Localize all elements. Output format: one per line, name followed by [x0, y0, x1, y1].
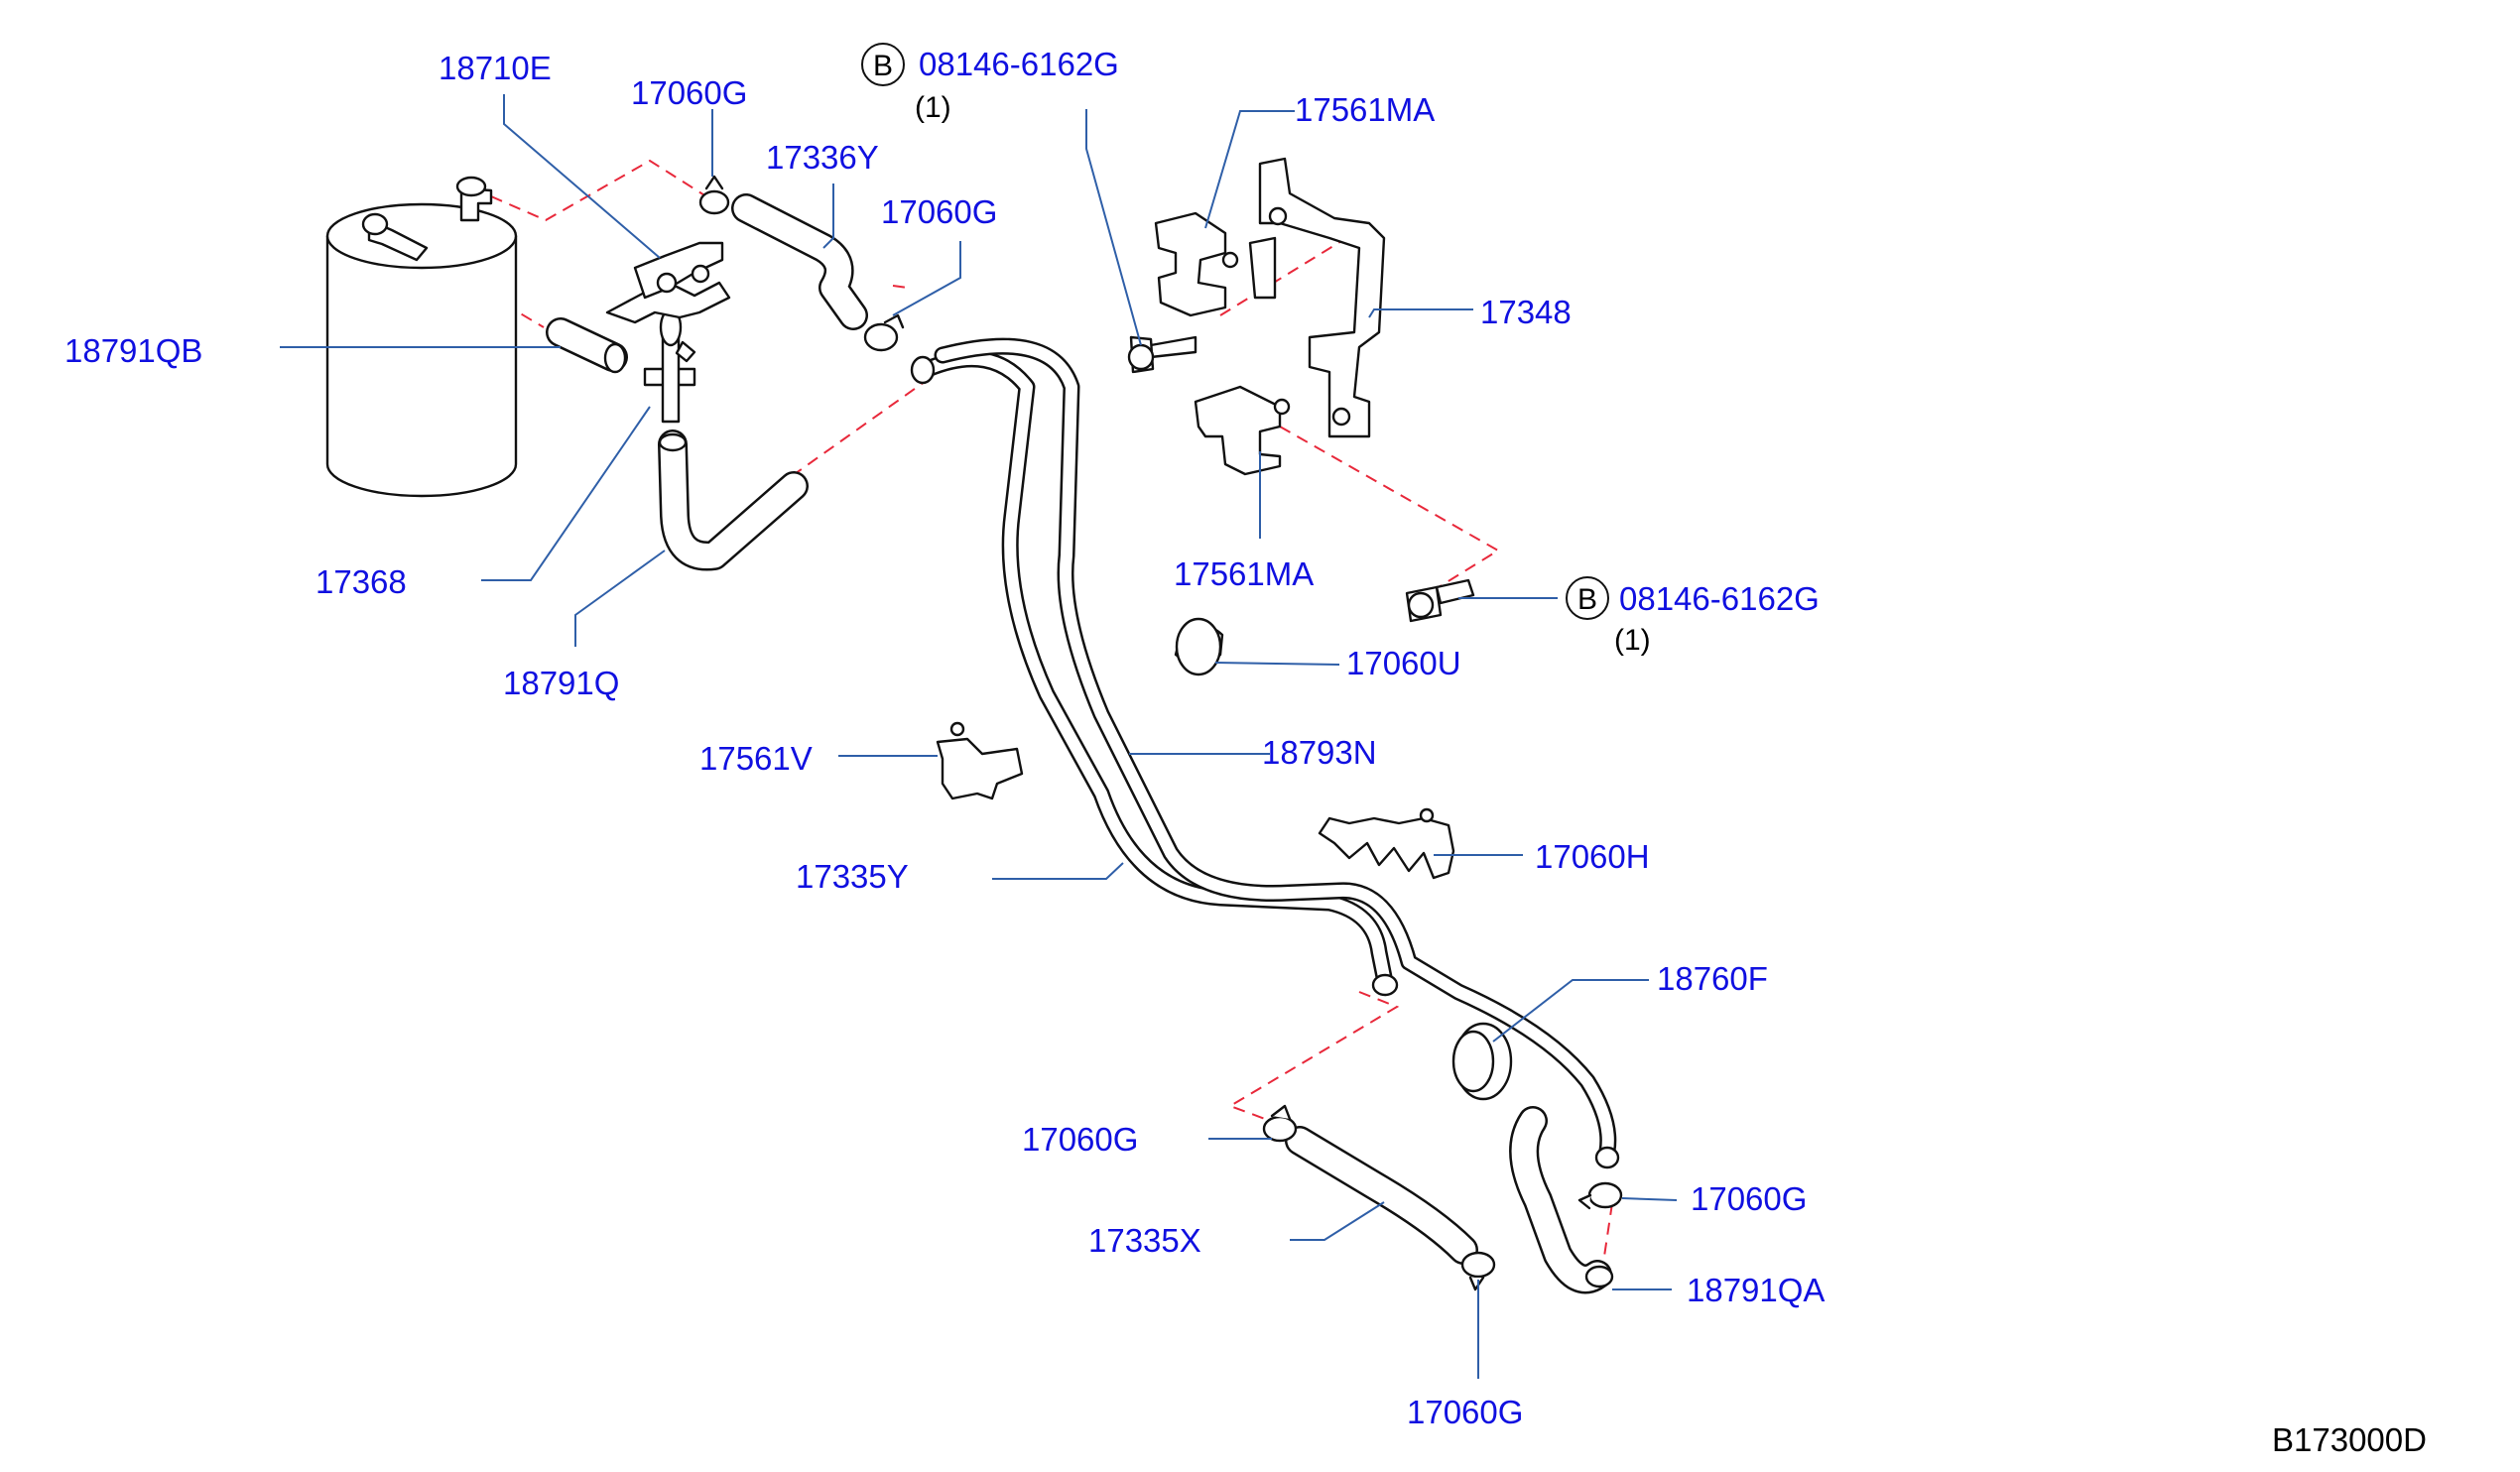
quantity-label: (1) [915, 91, 951, 124]
canister-icon[interactable] [325, 176, 518, 498]
svg-text:B: B [1577, 583, 1597, 616]
label-17561MA[interactable]: 17561MA [1174, 555, 1314, 592]
label-17060G[interactable]: 17060G [1022, 1121, 1138, 1158]
hose-18791QA[interactable] [1509, 1106, 1614, 1294]
tube-assembly-17335Y[interactable] [910, 337, 1620, 1169]
plug-icon[interactable] [1451, 1022, 1513, 1101]
label-18791QB[interactable]: 18791QB [64, 332, 202, 369]
bolt-callout-icon: B [861, 43, 905, 86]
leader-lines [280, 94, 1678, 1379]
label-17060U[interactable]: 17060U [1346, 645, 1461, 681]
label-17348[interactable]: 17348 [1480, 294, 1572, 330]
label-17060H[interactable]: 17060H [1535, 838, 1650, 875]
label-17561V[interactable]: 17561V [699, 740, 813, 777]
label-17060G[interactable]: 17060G [1691, 1180, 1807, 1217]
label-17561MA[interactable]: 17561MA [1295, 91, 1435, 128]
label-17368[interactable]: 17368 [315, 563, 407, 600]
label-17335X[interactable]: 17335X [1088, 1222, 1201, 1259]
bolt-callout-icon: B [1566, 576, 1609, 620]
tee-connector-17368[interactable] [643, 307, 696, 424]
label-18793N[interactable]: 18793N [1262, 734, 1377, 771]
hose-17335X[interactable] [1285, 1126, 1478, 1265]
clip-icon[interactable] [605, 241, 731, 324]
diagram-reference: B173000D [2272, 1421, 2427, 1458]
hose-clamp-icon[interactable] [863, 313, 905, 352]
bolt-icon[interactable] [1127, 335, 1197, 374]
grommet-icon[interactable] [1174, 617, 1224, 676]
part-labels: 18710E 17060G 17336Y 17060G 08146-6162G … [64, 46, 1825, 1430]
clip-icon[interactable] [1318, 807, 1455, 880]
quantity-label: (1) [1614, 624, 1651, 657]
bolt-icon[interactable] [1405, 578, 1475, 623]
hose-clamp-icon[interactable] [1460, 1251, 1496, 1291]
label-17060G[interactable]: 17060G [1407, 1394, 1523, 1430]
bent-hose-18791Q[interactable] [658, 429, 809, 571]
label-08146-6162G[interactable]: 08146-6162G [919, 46, 1119, 82]
label-17060G[interactable]: 17060G [631, 74, 747, 111]
label-18791QA[interactable]: 18791QA [1687, 1272, 1825, 1308]
label-18791Q[interactable]: 18791Q [503, 665, 619, 701]
hose-clamp-icon[interactable] [1262, 1104, 1298, 1143]
label-18760F[interactable]: 18760F [1657, 960, 1768, 997]
label-08146-6162G[interactable]: 08146-6162G [1619, 580, 1820, 617]
hose-clamp-icon[interactable] [1577, 1181, 1623, 1210]
bracket-icon[interactable] [1248, 157, 1386, 438]
short-hose-18791QB[interactable] [546, 317, 628, 374]
hose-clamp-icon[interactable] [698, 175, 730, 215]
clip-icon[interactable] [936, 721, 1024, 800]
clip-icon[interactable] [1154, 211, 1239, 317]
clip-icon[interactable] [1194, 385, 1291, 476]
svg-text:B: B [873, 50, 893, 82]
label-17060G[interactable]: 17060G [881, 193, 997, 230]
label-17335Y[interactable]: 17335Y [796, 858, 909, 895]
label-17336Y[interactable]: 17336Y [766, 139, 879, 176]
hose-17336Y[interactable] [731, 193, 868, 330]
label-18710E[interactable]: 18710E [439, 50, 552, 86]
